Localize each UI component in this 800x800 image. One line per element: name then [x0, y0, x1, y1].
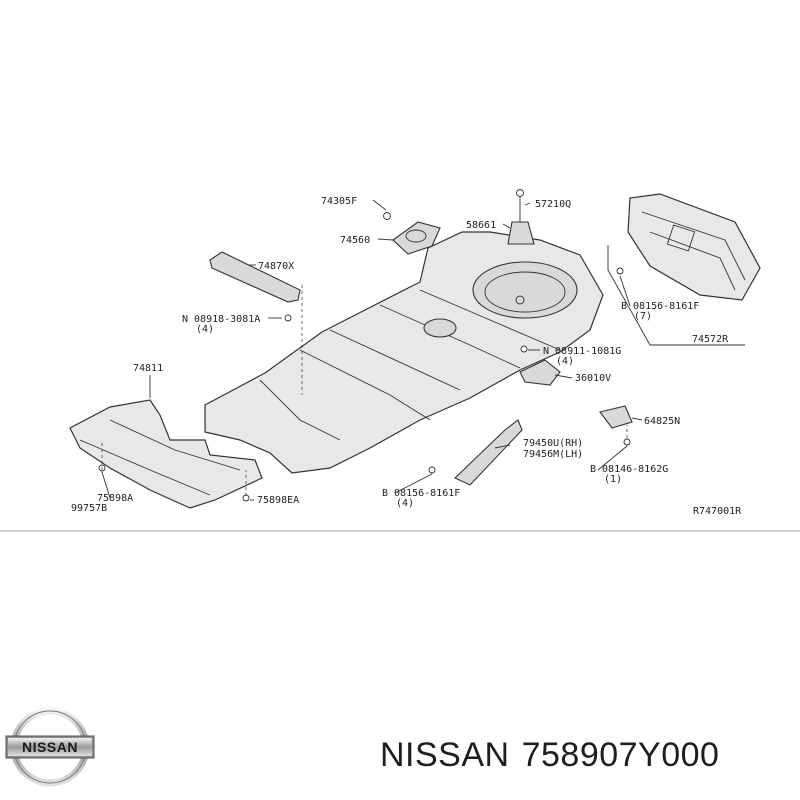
bolt-08156a: [616, 267, 624, 275]
bolt-08156b: [428, 466, 436, 474]
divider: [0, 530, 800, 532]
bolt-74305f: [383, 212, 391, 220]
label-74572r: 74572R: [692, 334, 729, 345]
label-64825n: 64825N: [644, 416, 680, 427]
label-08911: N 08911-1081G: [543, 346, 621, 357]
bracket-64825n: [599, 405, 633, 429]
label-08911-qty: (4): [556, 356, 574, 367]
front-under-cover: [69, 399, 263, 509]
label-79450u: 79450U(RH): [523, 438, 583, 449]
label-08918: N 08918-3081A: [182, 314, 260, 325]
reference-code: R747001R: [693, 506, 742, 517]
label-08146-qty: (1): [604, 474, 622, 485]
label-75898ea: 75898EA: [257, 495, 299, 506]
floor-opening: [423, 318, 457, 338]
label-99757b: 99757B: [71, 503, 107, 514]
label-74870x: 74870X: [258, 261, 294, 272]
floor-bracket: [209, 251, 301, 303]
label-08156b: B 08156-8161F: [382, 488, 460, 499]
label-36010v: 36010V: [575, 373, 611, 384]
part-number: 758907Y000: [521, 736, 720, 774]
label-08156a-qty: (7): [634, 311, 652, 322]
label-74560: 74560: [340, 235, 370, 246]
logo-text: NISSAN: [22, 739, 78, 755]
bolt-08146: [623, 438, 631, 446]
label-08146: B 08146-8162G: [590, 464, 668, 475]
parts-diagram: 74305F 57210Q 58661 74560 74870X N 08918…: [69, 189, 761, 517]
jack-bracket: [507, 221, 535, 245]
label-08156a: B 08156-8161F: [621, 301, 699, 312]
label-75898a: 75898A: [97, 493, 133, 504]
label-79456m: 79456M(LH): [523, 449, 583, 460]
cable-bracket-36010v: [519, 359, 561, 386]
side-brace: [454, 419, 523, 486]
brand-name: NISSAN: [380, 736, 510, 774]
nissan-logo: NISSAN: [5, 707, 95, 787]
label-08156b-qty: (4): [396, 498, 414, 509]
bolt-57210q: [516, 189, 524, 197]
label-74305f: 74305F: [321, 196, 357, 207]
label-08918-qty: (4): [196, 324, 214, 335]
spacer-74560: [392, 221, 441, 255]
spare-tire-well: [472, 261, 578, 319]
label-58661: 58661: [466, 220, 496, 231]
rear-seat-panel: [627, 193, 761, 301]
product-title: NISSAN 758907Y000: [380, 736, 731, 775]
label-74811: 74811: [133, 363, 163, 374]
label-57210q: 57210Q: [535, 199, 571, 210]
bolt-08911: [520, 345, 528, 353]
bolt-08918: [284, 314, 292, 322]
